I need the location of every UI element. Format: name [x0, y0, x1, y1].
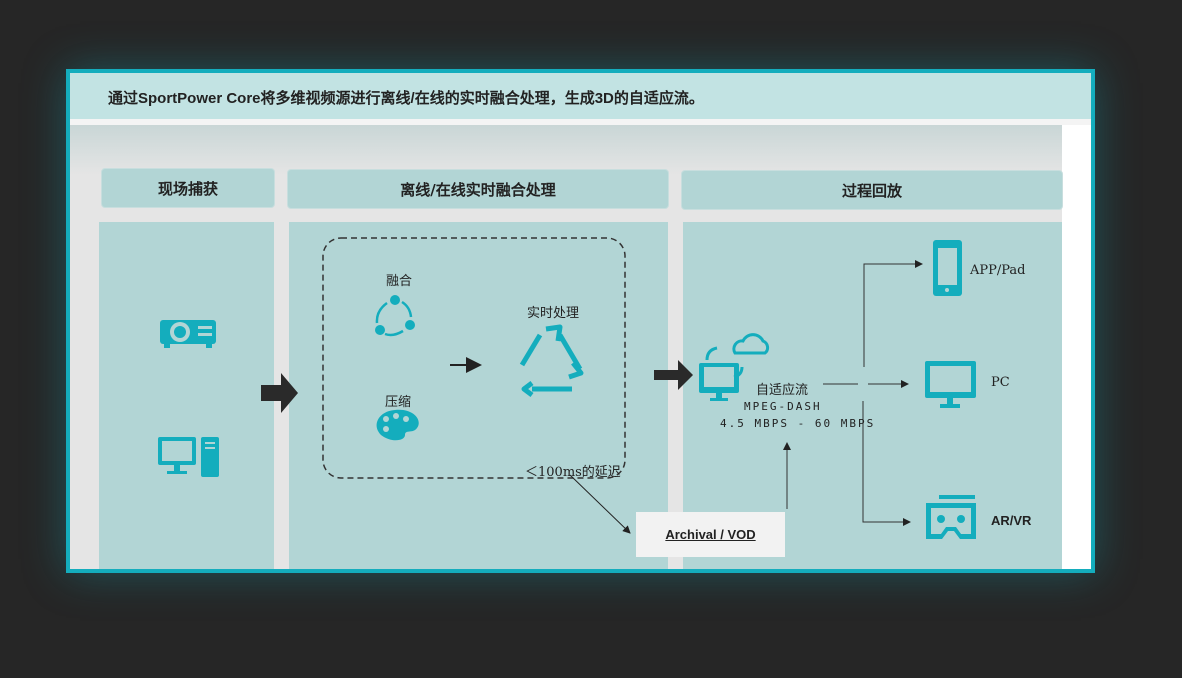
protocol-label: MPEG-DASH	[744, 400, 822, 413]
compression-palette-icon	[376, 409, 419, 441]
fusion-cycle-icon	[375, 295, 415, 337]
gradient-band	[70, 125, 1091, 175]
projector-icon	[160, 320, 216, 348]
output-arvr-label: AR/VR	[991, 513, 1032, 528]
bitrate-label: 4.5 MBPS - 60 MBPS	[720, 417, 876, 430]
realtime-label: 实时处理	[527, 306, 580, 321]
diagram-graphics	[158, 237, 976, 539]
header-title: 通过SportPower Core将多维视频源进行离线/在线的实时融合处理，生成…	[108, 90, 704, 107]
column-header-processing: 离线/在线实时融合处理	[287, 169, 669, 209]
diagram-card: 通过SportPower Core将多维视频源进行离线/在线的实时融合处理，生成…	[66, 69, 1095, 573]
column-header-capture: 现场捕获	[101, 168, 275, 208]
compression-label: 压缩	[385, 395, 412, 410]
phone-icon	[933, 240, 962, 296]
column-processing	[289, 222, 668, 569]
column-header-playback: 过程回放	[681, 170, 1063, 210]
output-pc-label: PC	[991, 375, 1010, 390]
arrow-right-icon	[654, 360, 693, 390]
header-band: 通过SportPower Core将多维视频源进行离线/在线的实时融合处理，生成…	[70, 73, 1091, 119]
recycle-icon	[519, 324, 584, 397]
latency-label: ＜100ms的延迟	[525, 465, 621, 480]
adaptive-stream-label: 自适应流	[756, 383, 809, 398]
output-app-label: APP/Pad	[970, 263, 1026, 278]
monitor-icon	[925, 361, 976, 408]
processing-group-box	[322, 237, 626, 479]
column-playback	[683, 222, 1062, 569]
fusion-label: 融合	[386, 274, 413, 289]
column-capture	[99, 222, 274, 569]
archival-vod-link[interactable]: Archival / VOD	[665, 527, 756, 542]
cloud-monitor-icon	[699, 333, 770, 401]
right-margin	[1062, 125, 1091, 569]
arrow-right-icon	[261, 373, 298, 413]
divider	[70, 119, 1091, 125]
archival-vod-box: Archival / VOD	[636, 512, 785, 557]
vr-headset-icon	[926, 495, 976, 539]
desktop-computer-icon	[158, 437, 219, 477]
arrow-icon	[569, 474, 631, 534]
